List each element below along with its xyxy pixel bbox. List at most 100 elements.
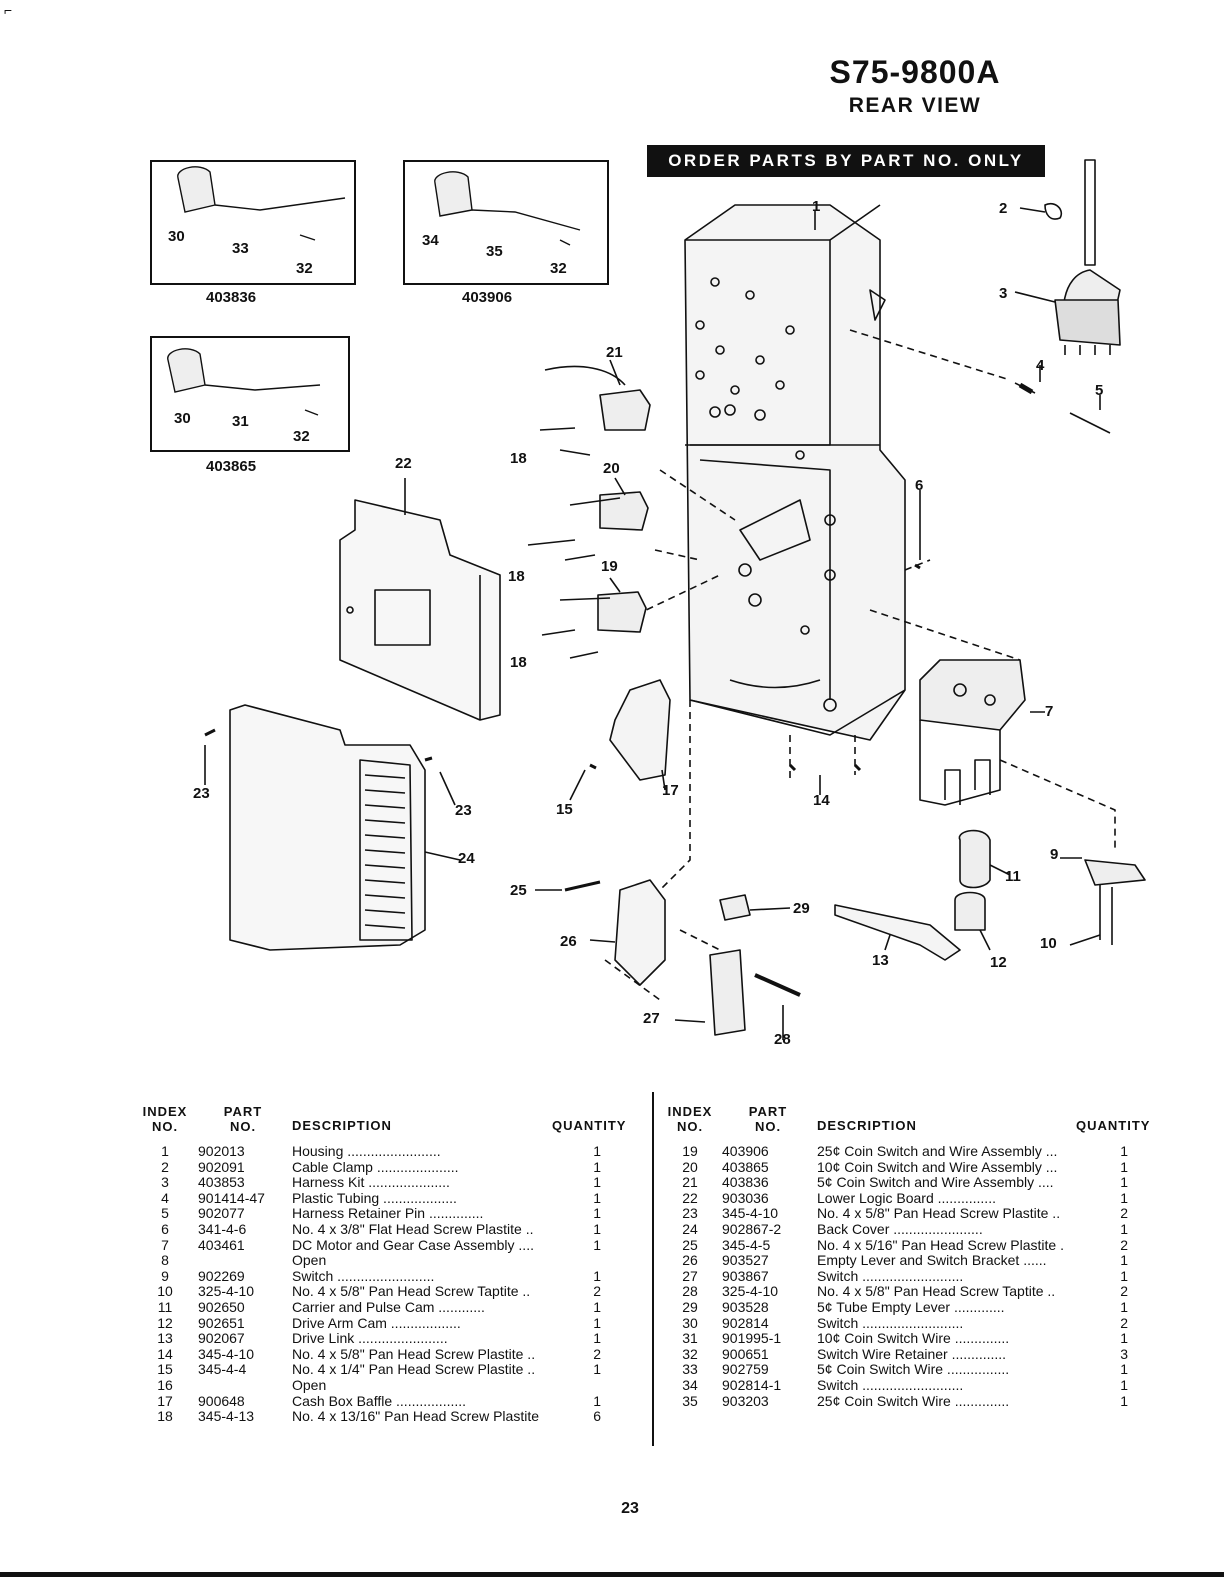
quantity-cell: 2 (1120, 1283, 1128, 1300)
part-number-cell: 902091 (198, 1158, 245, 1175)
quantity-cell: 1 (593, 1330, 601, 1347)
index-cell: 6 (161, 1221, 169, 1237)
quantity-cell: 1 (1120, 1221, 1128, 1237)
callout: 14 (813, 792, 830, 809)
description-cell: No. 4 x 5/8" Pan Head Screw Plastite .. (292, 1345, 536, 1362)
quantity-cell: 2 (593, 1283, 601, 1300)
part-number-cell: 902269 (198, 1267, 245, 1284)
description-cell: DC Motor and Gear Case Assembly .... (292, 1236, 534, 1253)
cams-drawing (834, 829, 991, 961)
part-number-cell: 903203 (722, 1392, 769, 1409)
description-cell: Switch .......................... (817, 1314, 964, 1331)
quantity-cell: 1 (1120, 1189, 1128, 1206)
part-number-cell: 325-4-10 (198, 1283, 255, 1300)
index-cell: 28 (682, 1283, 698, 1300)
part-number-cell: 345-4-10 (198, 1345, 255, 1362)
description-cell: Cable Clamp ..................... (292, 1158, 459, 1175)
quantity-cell: 1 (593, 1361, 601, 1378)
callout: 27 (643, 1010, 660, 1027)
description-cell: 5¢ Coin Switch Wire ................ (817, 1361, 1010, 1378)
page-title: S75-9800A (829, 54, 1001, 90)
description-header: DESCRIPTION (292, 1118, 392, 1133)
callout: 26 (560, 933, 577, 950)
description-cell: 5¢ Tube Empty Lever ............. (817, 1299, 1005, 1315)
part-number-cell: 403836 (722, 1174, 769, 1191)
quantity-cell: 1 (593, 1158, 601, 1175)
index-cell: 13 (157, 1330, 173, 1347)
quantity-cell: 1 (593, 1392, 601, 1409)
part-number-cell: 903527 (722, 1252, 769, 1269)
quantity-cell: 2 (593, 1345, 601, 1362)
quantity-cell: 1 (593, 1143, 601, 1159)
callout: 32 (550, 260, 567, 277)
index-cell: 1 (161, 1143, 169, 1159)
index-cell: 3 (161, 1174, 169, 1191)
description-cell: No. 4 x 5/8" Pan Head Screw Taptite .. (817, 1283, 1056, 1300)
callout: 35 (486, 243, 503, 260)
callout: 1 (812, 198, 821, 215)
description-cell: No. 4 x 5/8" Pan Head Screw Plastite .. (817, 1205, 1061, 1222)
part-number-cell: 341-4-6 (198, 1221, 247, 1237)
description-cell: Harness Retainer Pin .............. (292, 1205, 484, 1222)
index-cell: 12 (157, 1314, 173, 1331)
quantity-cell: 1 (593, 1299, 601, 1315)
inset-part-number: 403906 (462, 289, 513, 306)
part-number-cell: 902814-1 (722, 1377, 782, 1393)
description-cell: Lower Logic Board ............... (817, 1189, 996, 1206)
description-cell: Housing ........................ (292, 1143, 441, 1159)
callout: 21 (606, 344, 623, 361)
part-number-cell: 902013 (198, 1143, 245, 1159)
quantity-cell: 1 (1120, 1158, 1128, 1175)
callout: 28 (774, 1031, 791, 1048)
description-cell: Carrier and Pulse Cam ............ (292, 1299, 485, 1315)
quantity-cell: 2 (1120, 1205, 1128, 1222)
callout: 10 (1040, 935, 1057, 952)
callout: 15 (556, 801, 573, 818)
part-number-cell: 902067 (198, 1330, 245, 1347)
part-number-cell: 345-4-13 (198, 1408, 255, 1425)
description-cell: 5¢ Coin Switch and Wire Assembly .... (817, 1174, 1054, 1191)
inset-part-number: 403836 (206, 289, 257, 306)
corner-mark: ⌐ (4, 2, 13, 18)
index-cell: 18 (157, 1408, 173, 1425)
callout: 32 (296, 260, 313, 277)
quantity-cell: 1 (1120, 1377, 1128, 1393)
description-cell: Drive Arm Cam .................. (292, 1314, 461, 1331)
callout: 23 (193, 785, 210, 802)
index-cell: 29 (682, 1299, 698, 1315)
description-cell: Drive Link ....................... (292, 1330, 448, 1347)
part-number-cell: 403853 (198, 1174, 245, 1191)
callout: 22 (395, 455, 412, 472)
quantity-cell: 6 (593, 1408, 601, 1425)
title-block: S75-9800A REAR VIEW (790, 52, 1040, 120)
description-cell: Switch .......................... (817, 1377, 964, 1393)
quantity-cell: 3 (1120, 1345, 1128, 1362)
quantity-cell: 1 (593, 1189, 601, 1206)
quantity-cell: 1 (1120, 1299, 1128, 1315)
quantity-header: QUANTITY (1076, 1118, 1151, 1133)
back-cover-drawing (229, 704, 426, 951)
description-cell: Empty Lever and Switch Bracket ...... (817, 1252, 1047, 1269)
quantity-cell: 1 (593, 1236, 601, 1253)
index-cell: 31 (682, 1330, 698, 1347)
callout: 18 (510, 450, 527, 467)
description-cell: Open (292, 1252, 327, 1269)
index-cell: 24 (682, 1221, 698, 1237)
description-cell: No. 4 x 5/16" Pan Head Screw Plastite . (817, 1236, 1064, 1253)
